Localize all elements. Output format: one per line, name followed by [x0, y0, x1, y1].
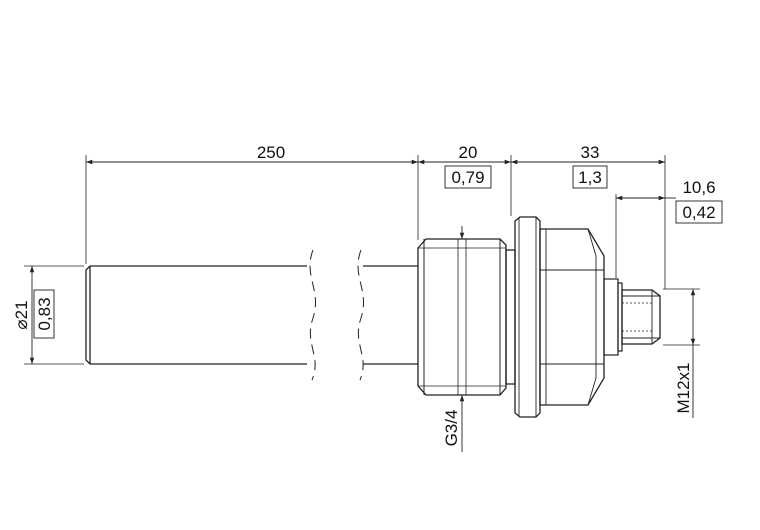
- break-lines: [309, 249, 364, 381]
- m12-connector: [603, 278, 661, 356]
- dim-33-label: 33: [581, 143, 600, 162]
- fitting-neck: [505, 249, 516, 385]
- dim-33: 33 1,3: [510, 143, 665, 189]
- dim-250: 250: [86, 143, 418, 165]
- sealing-flange: [514, 216, 541, 418]
- dim-m12x1: M12x1: [674, 289, 696, 418]
- g3-4-thread-fitting: [417, 238, 507, 396]
- extension-lines: [24, 155, 700, 365]
- dim-10-6-label: 10,6: [682, 178, 715, 197]
- probe-rod: [85, 265, 418, 365]
- dim-g3-4-label: G3/4: [442, 410, 461, 447]
- dim-10-6-inch: 0,42: [682, 203, 715, 222]
- hex-body: [539, 228, 605, 406]
- dim-250-label: 250: [257, 143, 285, 162]
- dim-20: 20 0,79: [418, 143, 511, 189]
- dim-m12x1-label: M12x1: [674, 362, 693, 413]
- dim-10-6: 10,6 0,42: [616, 178, 723, 224]
- dim-g3-4: G3/4: [442, 226, 465, 452]
- dim-diameter-21: ⌀21 0,83: [12, 266, 55, 364]
- dim-diameter-label: ⌀21: [12, 300, 31, 329]
- dim-20-label: 20: [459, 143, 478, 162]
- dim-33-inch: 1,3: [578, 168, 602, 187]
- dim-20-inch: 0,79: [451, 168, 484, 187]
- dim-diameter-inch: 0,83: [35, 297, 54, 330]
